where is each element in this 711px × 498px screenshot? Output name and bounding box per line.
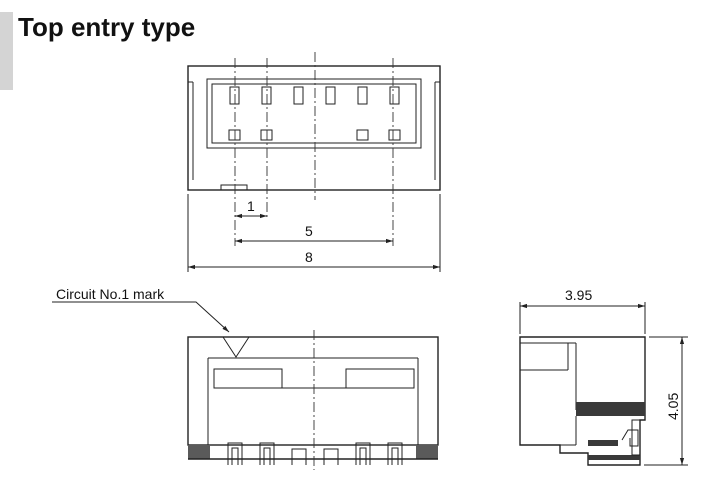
circuit-mark-triangle: [222, 336, 250, 358]
dimension-span: 5: [235, 223, 393, 244]
dimension-height: 4.05: [644, 336, 688, 466]
dimension-pitch-label: 1: [247, 198, 255, 214]
terminal-leads: [227, 442, 403, 465]
circuit-mark-callout: Circuit No.1 mark: [52, 286, 230, 333]
dimension-depth-label: 3.95: [565, 287, 592, 303]
section-tab: [0, 12, 13, 90]
dimension-overall-width: 8: [187, 194, 441, 272]
dimension-pitch: 1: [235, 198, 267, 219]
top-view: [187, 52, 441, 246]
circuit-mark-label: Circuit No.1 mark: [56, 286, 165, 302]
dimension-height-label: 4.05: [665, 393, 681, 420]
dimension-span-label: 5: [305, 223, 313, 239]
lock-windows: [228, 129, 401, 141]
front-view: [187, 330, 439, 470]
side-view: [519, 336, 646, 466]
dimension-overall-width-label: 8: [305, 249, 313, 265]
page-title: Top entry type: [18, 12, 195, 42]
pin-row: [229, 86, 400, 105]
dimension-depth: 3.95: [519, 287, 646, 334]
